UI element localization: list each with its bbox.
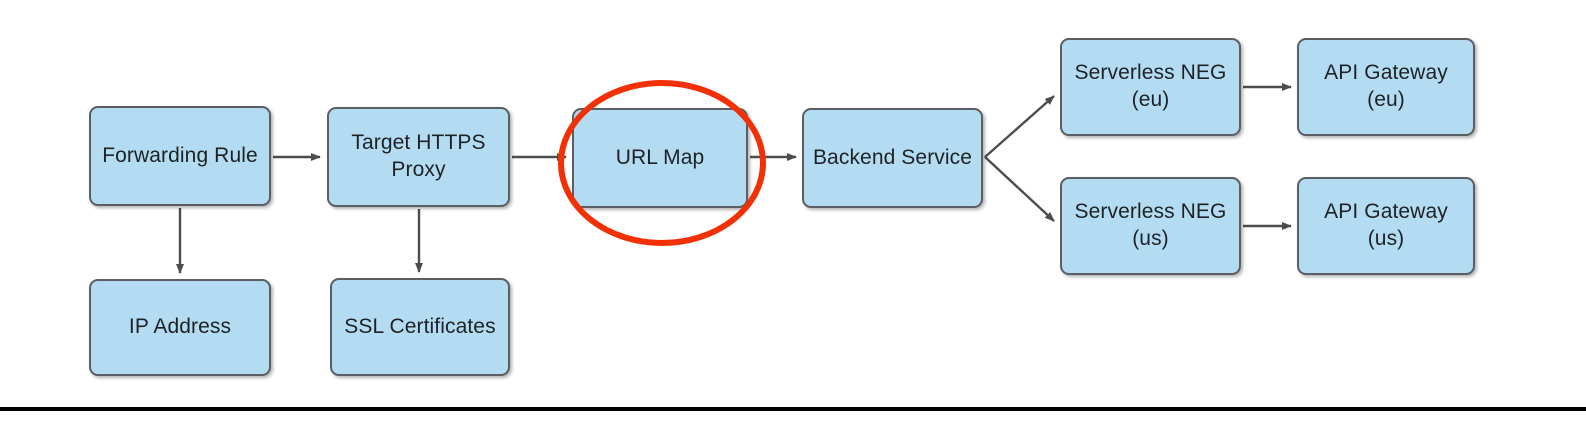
node-forwarding-rule[interactable]: Forwarding Rule <box>89 106 271 206</box>
node-serverless-neg-us[interactable]: Serverless NEG (us) <box>1060 177 1241 275</box>
node-ip-address[interactable]: IP Address <box>89 279 271 376</box>
node-backend-service[interactable]: Backend Service <box>802 108 983 208</box>
edge-backend-to-neg-eu <box>984 95 1055 158</box>
node-api-gateway-us[interactable]: API Gateway (us) <box>1297 177 1475 275</box>
node-target-https-proxy[interactable]: Target HTTPS Proxy <box>327 107 510 207</box>
footer-divider <box>0 407 1586 411</box>
edge-backend-to-neg-us <box>984 156 1055 222</box>
node-ssl-certificates[interactable]: SSL Certificates <box>330 278 510 376</box>
node-serverless-neg-eu[interactable]: Serverless NEG (eu) <box>1060 38 1241 136</box>
node-url-map[interactable]: URL Map <box>572 108 748 208</box>
node-api-gateway-eu[interactable]: API Gateway (eu) <box>1297 38 1475 136</box>
